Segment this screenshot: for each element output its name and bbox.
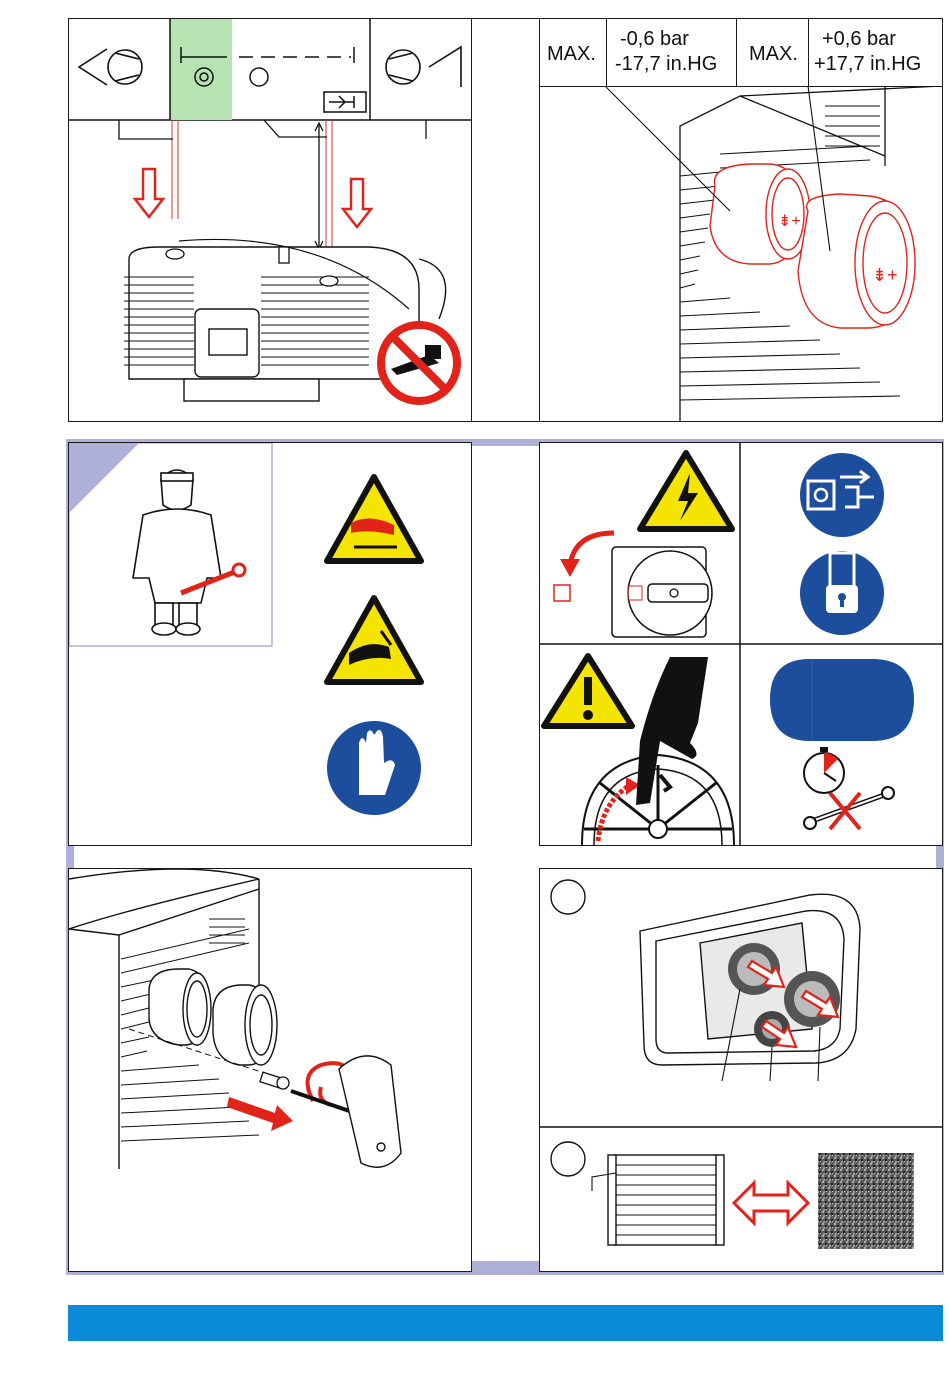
lockout-icon: [800, 551, 884, 635]
vacuum-inlet-icon: [79, 49, 142, 85]
filter-element-icon: [592, 1155, 724, 1245]
screw-icon: [260, 1072, 289, 1089]
sharp-edge-warning-icon: [327, 598, 421, 682]
filter-removal-graphic: [540, 869, 942, 1271]
pressure-limit-panel: MAX. -0,6 bar -17,7 in.HG MAX. +0,6 bar …: [539, 18, 943, 422]
valve-removal-panel: [68, 868, 472, 1272]
vacuum-bar-value: -0,6 bar: [620, 28, 689, 51]
vacuum-inhg-value: -17,7 in.HG: [615, 53, 717, 76]
vacuum-relief-valve-icon: ⇟+: [710, 164, 810, 264]
lockout-panel: [539, 442, 943, 846]
connection-diagram: [69, 19, 471, 421]
hot-surface-warning-icon: [327, 477, 421, 561]
t-key-icon: [291, 1056, 401, 1167]
valve-cylinder-icon: [149, 969, 277, 1065]
spacer-line: [471, 18, 539, 422]
valve-removal-graphic: [69, 869, 471, 1271]
pressure-relief-valve-icon: ⇟+: [798, 194, 915, 328]
status-indicator-icon: [770, 659, 914, 741]
svg-text:⇟+: ⇟+: [872, 265, 898, 285]
pressure-outlet-icon: [386, 47, 461, 87]
svg-text:⇟+: ⇟+: [778, 213, 801, 230]
main-switch-illustration: [612, 547, 712, 637]
disconnect-plug-icon: [800, 453, 884, 537]
step-1-marker: [551, 880, 585, 914]
wait-time-icon: [804, 747, 844, 793]
safety-warnings-panel: [68, 442, 472, 846]
pressure-max-label: MAX.: [749, 43, 798, 66]
no-tool-icon: [804, 787, 894, 829]
step-2-marker: [551, 1142, 585, 1176]
electric-hazard-icon: [640, 453, 732, 529]
general-warning-icon: [544, 656, 632, 726]
wear-gloves-icon: [327, 721, 421, 815]
no-oil-icon: [381, 325, 457, 401]
footer-bar: [68, 1305, 943, 1341]
pull-arrow-icon: [227, 1097, 293, 1131]
replace-arrow-icon: [734, 1183, 808, 1223]
pressure-bar-value: +0,6 bar: [822, 28, 896, 51]
lockout-graphic: [540, 443, 942, 845]
relief-valve-illustration: ⇟+ ⇟+: [540, 86, 942, 421]
connection-panel: [68, 18, 472, 422]
rotate-off-arrow-icon: [554, 533, 614, 601]
vacuum-max-label: MAX.: [547, 43, 596, 66]
safety-warnings-graphic: [69, 443, 471, 845]
dirty-filter-icon: [818, 1153, 914, 1249]
pressure-inhg-value: +17,7 in.HG: [814, 53, 921, 76]
filter-removal-panel: [539, 868, 943, 1272]
flow-arrow-icon: [135, 169, 371, 227]
